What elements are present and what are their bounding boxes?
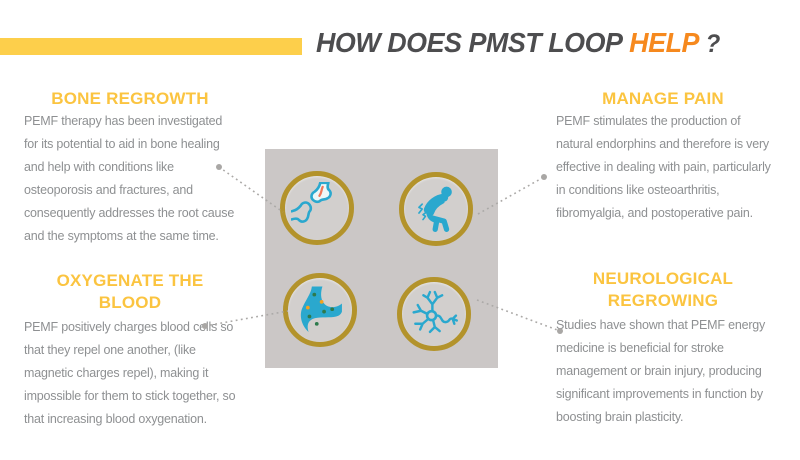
blood-vessel-icon [300,286,342,332]
neuron-icon [412,290,458,334]
blood-vessel-medallion [283,273,357,347]
section-body-oxygenate-blood: PEMF positively charges blood cells so t… [24,320,236,426]
title-question-mark: ? [705,30,721,58]
section-title-bone-regrowth: BONE REGROWTH [51,89,209,108]
section-body-bone-regrowth: PEMF therapy has been investigated for i… [24,114,235,243]
back-pain-icon [418,186,452,232]
section-title-neurological-regrowing: NEUROLOGICAL REGROWING [592,269,734,310]
title-accent-bar [0,38,302,55]
title-accent-word: HELP [629,27,699,58]
bone-joint-icon [291,182,332,223]
section-body-manage-pain: PEMF stimulates the production of natura… [556,114,771,220]
title-main: HOW DOES PMST LOOP [316,27,623,58]
section-title-oxygenate-blood: OXYGENATE THE BLOOD [56,271,204,312]
neuron-medallion [397,277,471,351]
section-title-manage-pain: MANAGE PAIN [602,89,724,108]
bone-joint-medallion [280,171,354,245]
section-body-neurological-regrowing: Studies have shown that PEMF energy medi… [556,318,766,424]
back-pain-medallion [399,172,473,246]
